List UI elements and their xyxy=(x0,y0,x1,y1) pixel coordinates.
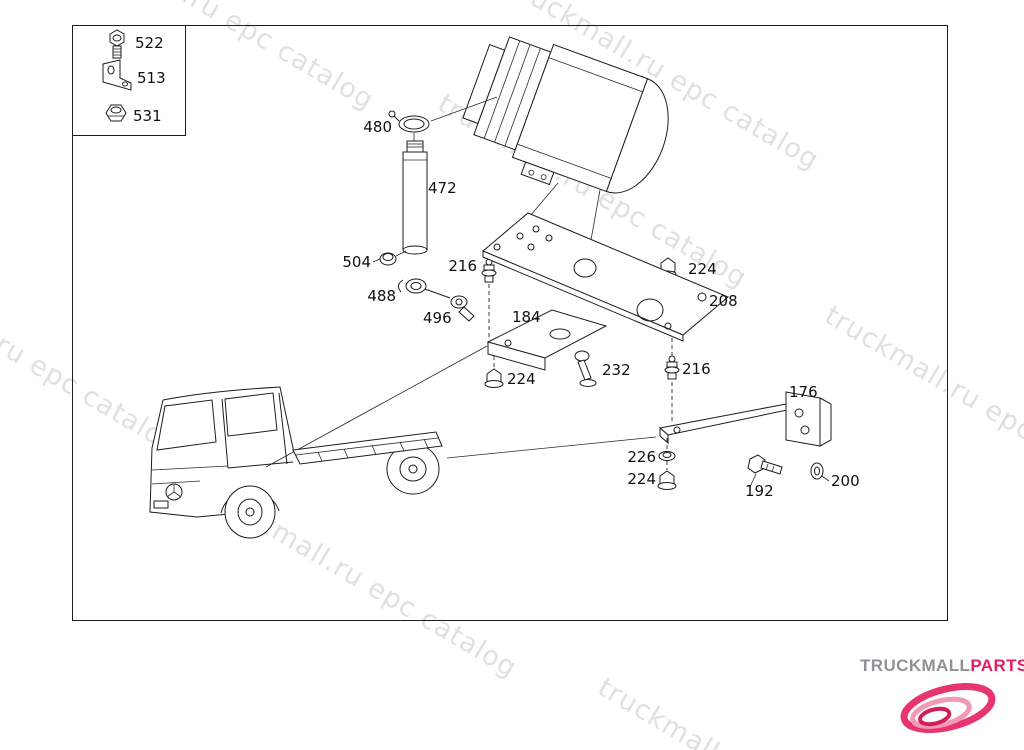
leader-line-bracket-184 xyxy=(265,345,488,468)
truckmall-logo: TRUCKMALLPARTS xyxy=(860,656,1024,740)
callout-200: 200 xyxy=(831,472,860,490)
callout-176: 176 xyxy=(789,383,818,401)
hook-clamp-488 xyxy=(397,278,451,299)
callout-480: 480 xyxy=(363,118,392,136)
angle-bracket-icon xyxy=(102,59,132,91)
cap-nut-icon xyxy=(105,104,127,122)
truck-illustration xyxy=(149,386,443,539)
alignment-line xyxy=(529,182,559,217)
legend-box: 522 513 531 xyxy=(72,25,186,136)
logo-wordmark: TRUCKMALLPARTS xyxy=(860,656,1024,676)
callout-184: 184 xyxy=(512,308,541,326)
valve-216-upper xyxy=(481,258,497,338)
air-tank-assembly xyxy=(462,36,669,194)
callout-488: 488 xyxy=(367,287,396,305)
callout-496: 496 xyxy=(423,309,452,327)
hex-bolt-icon xyxy=(109,29,125,59)
callout-216-upper: 216 xyxy=(448,257,477,275)
callout-472: 472 xyxy=(428,179,457,197)
callout-224-bottom: 224 xyxy=(627,470,656,488)
callout-208: 208 xyxy=(709,292,738,310)
grommet-504 xyxy=(372,250,407,266)
support-bracket-176 xyxy=(658,391,832,449)
clip-200 xyxy=(810,462,830,482)
nut-224-bottom xyxy=(657,470,677,490)
legend-label-513: 513 xyxy=(137,69,166,87)
logo-accent-text: PARTS xyxy=(970,656,1024,675)
support-bracket-184 xyxy=(486,309,608,371)
logo-swirl-icon xyxy=(900,683,996,733)
legend-label-522: 522 xyxy=(135,34,164,52)
callout-192: 192 xyxy=(745,482,774,500)
mounting-plate-208 xyxy=(482,212,729,342)
washer-226 xyxy=(658,451,676,470)
callout-226: 226 xyxy=(627,448,656,466)
screw-496 xyxy=(450,295,475,322)
valve-216-lower xyxy=(664,338,680,424)
callout-224-upper: 224 xyxy=(688,260,717,278)
callout-232: 232 xyxy=(602,361,631,379)
nut-224-left xyxy=(484,368,504,388)
leader-line-bracket-176 xyxy=(446,436,657,459)
diagram-border xyxy=(72,25,948,621)
legend-label-531: 531 xyxy=(133,107,162,125)
callout-504: 504 xyxy=(342,253,371,271)
clamp-480 xyxy=(388,96,498,133)
callout-216-lower: 216 xyxy=(682,360,711,378)
dryer-cartridge-472 xyxy=(402,133,428,255)
logo-brand-text: TRUCKMALL xyxy=(860,656,971,675)
callout-224-left: 224 xyxy=(507,370,536,388)
bolt-192 xyxy=(747,454,783,488)
bolt-232 xyxy=(574,350,597,387)
